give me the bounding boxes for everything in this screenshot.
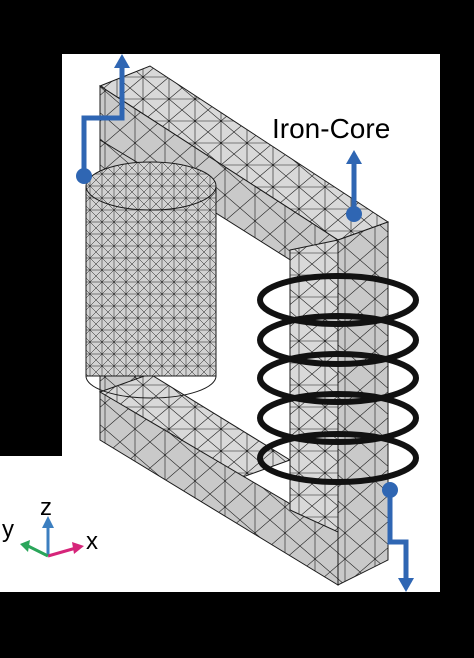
panel-axis [0, 456, 70, 592]
secondary-winding-helix [257, 273, 419, 485]
axis-y-label: y [2, 516, 14, 543]
xyz-axis-triad-icon [20, 516, 84, 558]
lead-in-arrow-icon [76, 54, 130, 184]
core-pointer-arrow-icon [346, 150, 362, 222]
core-label: Iron-Core [272, 113, 391, 144]
axis-x-label: x [86, 528, 98, 555]
lead-out-arrow-icon [382, 482, 414, 592]
primary-winding-cylinder [85, 161, 217, 399]
axis-z-label: z [40, 494, 52, 521]
